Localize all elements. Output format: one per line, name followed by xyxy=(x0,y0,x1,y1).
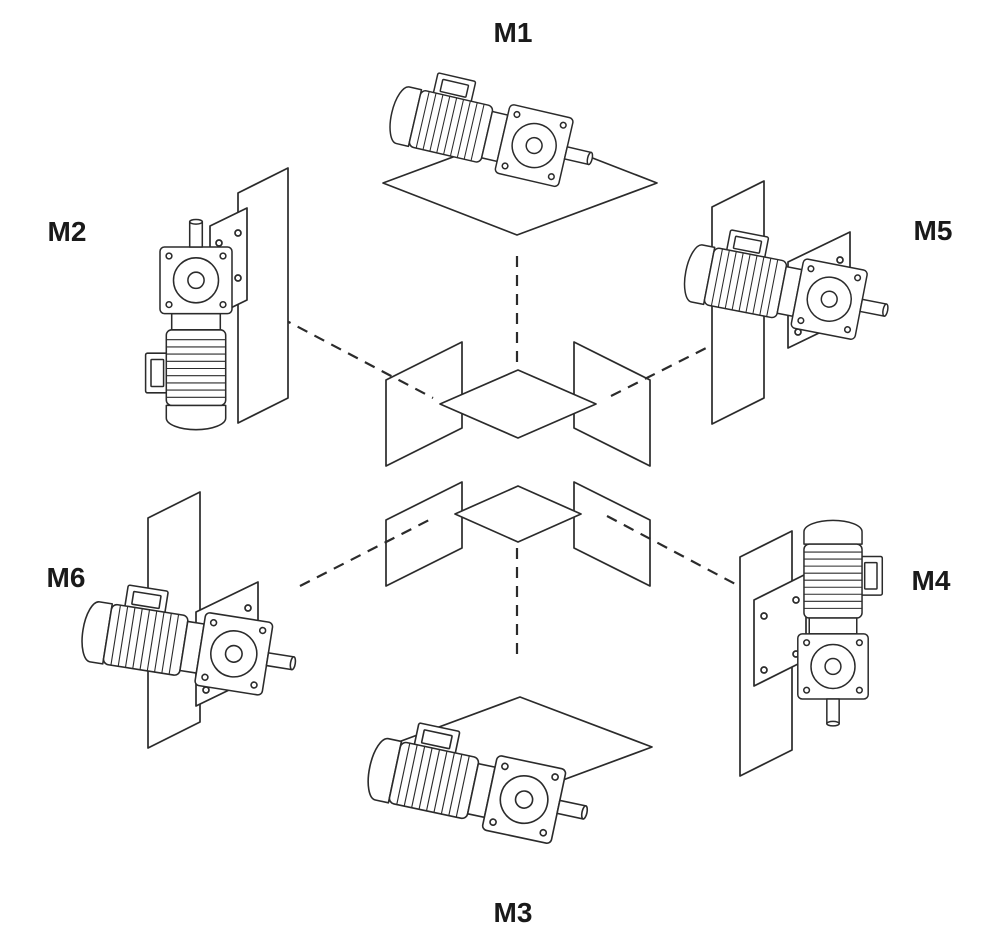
m2-gearmotor xyxy=(144,218,233,431)
mounting-position-m6 xyxy=(76,491,305,749)
mounting-position-m5 xyxy=(678,180,898,425)
mounting-position-m3 xyxy=(361,696,653,851)
center-cube xyxy=(385,341,651,587)
mounting-position-m2 xyxy=(144,167,289,431)
label-m5: M5 xyxy=(914,215,953,246)
cube-panel-top xyxy=(439,369,597,439)
m4-gearmotor xyxy=(797,519,884,727)
label-m6: M6 xyxy=(47,562,86,593)
label-m2: M2 xyxy=(48,216,87,247)
connector-m6 xyxy=(299,517,434,587)
label-m3: M3 xyxy=(494,897,533,928)
m2-mounting-plate xyxy=(237,167,289,424)
cube-panel-upper-left xyxy=(385,341,463,467)
label-m4: M4 xyxy=(912,565,951,596)
label-m1: M1 xyxy=(494,17,533,48)
mounting-position-m4 xyxy=(739,519,884,777)
mounting-position-m1 xyxy=(382,63,658,236)
position-labels: M1 M2 M5 M6 M4 M3 xyxy=(47,17,953,928)
connector-lines xyxy=(263,256,740,660)
cube-panel-lower-right xyxy=(573,481,651,587)
connector-m4 xyxy=(606,515,740,587)
connector-m2 xyxy=(263,308,434,399)
connector-m5 xyxy=(610,337,727,397)
cube-panel-lower-left xyxy=(385,481,463,587)
cube-panel-bottom xyxy=(454,485,582,543)
